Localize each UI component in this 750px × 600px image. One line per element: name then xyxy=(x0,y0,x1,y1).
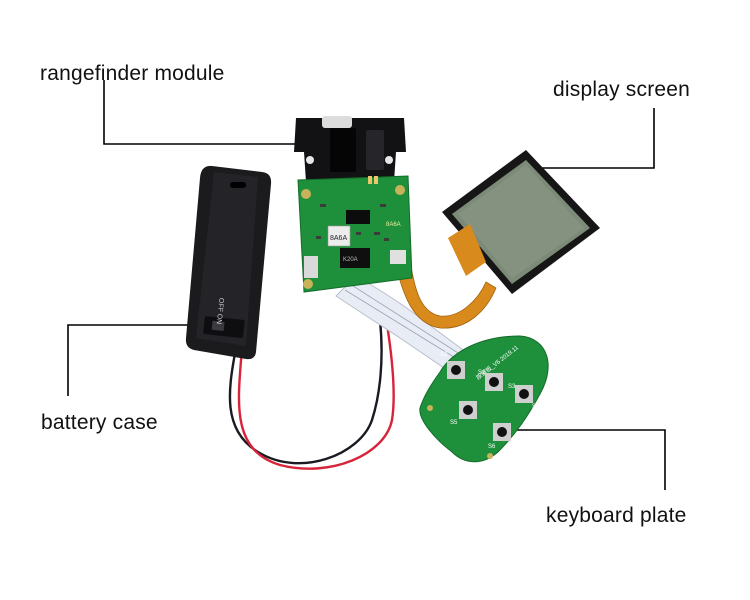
key-code-1: S2 xyxy=(440,352,448,358)
label-rangefinder-module: rangefinder module xyxy=(40,62,225,85)
module-ic-label: K20A xyxy=(343,257,358,263)
keyboard-keys xyxy=(447,361,533,441)
leader-keyboard xyxy=(510,429,666,490)
key-code-3: S3 xyxy=(508,384,516,390)
flex-cable xyxy=(391,247,497,329)
key-codes: S2 S1 S3 S4 S5 S6 xyxy=(440,352,540,450)
leader-display xyxy=(540,108,655,169)
key-code-4: S4 xyxy=(532,404,540,410)
display-screen xyxy=(442,150,600,294)
label-keyboard-plate: keyboard plate xyxy=(546,504,687,527)
battery-switch-label: OFF ON xyxy=(215,297,225,324)
battery-case: OFF ON xyxy=(185,165,272,360)
leader-battery xyxy=(67,324,208,396)
label-battery-case: battery case xyxy=(41,411,158,434)
leader-lines xyxy=(67,80,666,490)
label-display-screen: display screen xyxy=(553,78,691,101)
keyboard-plate: 按键板_V6 2019.11 S2 S1 S3 S4 S5 S6 xyxy=(419,335,549,463)
key-code-2: S1 xyxy=(478,370,486,376)
module-chip-label: 8A6A xyxy=(330,235,347,242)
wire-black xyxy=(228,318,383,465)
key-code-5: S5 xyxy=(450,420,458,426)
module-corner-label: 8A6A xyxy=(386,222,401,228)
wire-red xyxy=(237,316,395,470)
key-code-6: S6 xyxy=(488,444,496,450)
rangefinder-module: 8A6A 8A6A K20A xyxy=(294,116,413,293)
ribbon-lines xyxy=(344,283,467,363)
leader-rangefinder xyxy=(103,80,298,145)
battery-wires xyxy=(228,316,395,470)
